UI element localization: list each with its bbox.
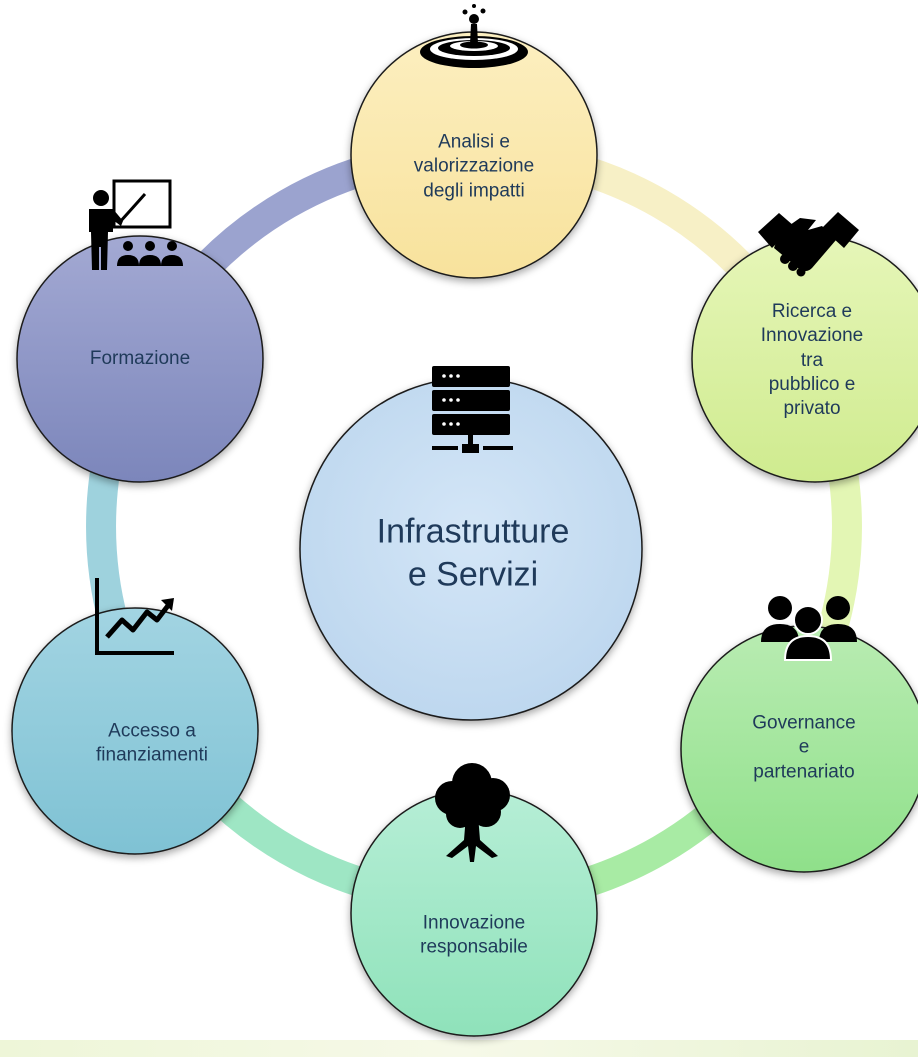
- server-icon: [432, 366, 513, 453]
- teacher-presentation-icon: [89, 179, 183, 270]
- node-label-ricerca: Ricerca e Innovazione tra pubblico e pri…: [760, 301, 864, 420]
- bottom-strip: [0, 1040, 918, 1057]
- center-label: Infrastrutture e Servizi: [376, 512, 570, 594]
- node-circle-formazione[interactable]: [16, 235, 264, 483]
- node-label-analisi: Analisi e valorizzazione degli impatti: [413, 131, 535, 202]
- node-label-innovazione: Innovazione responsabile: [420, 912, 528, 958]
- handshake-icon: [758, 212, 859, 277]
- node-label-governance: Governance e partenariato: [752, 712, 856, 783]
- water-drop-target-icon: [420, 4, 528, 68]
- people-group-icon: [761, 596, 857, 661]
- tree-icon: [435, 763, 510, 862]
- node-label-accesso: Accesso a finanziamenti: [96, 720, 208, 766]
- growth-chart-icon: [95, 578, 174, 655]
- node-circle-accesso[interactable]: [11, 607, 259, 855]
- node-label-formazione: Formazione: [89, 347, 191, 369]
